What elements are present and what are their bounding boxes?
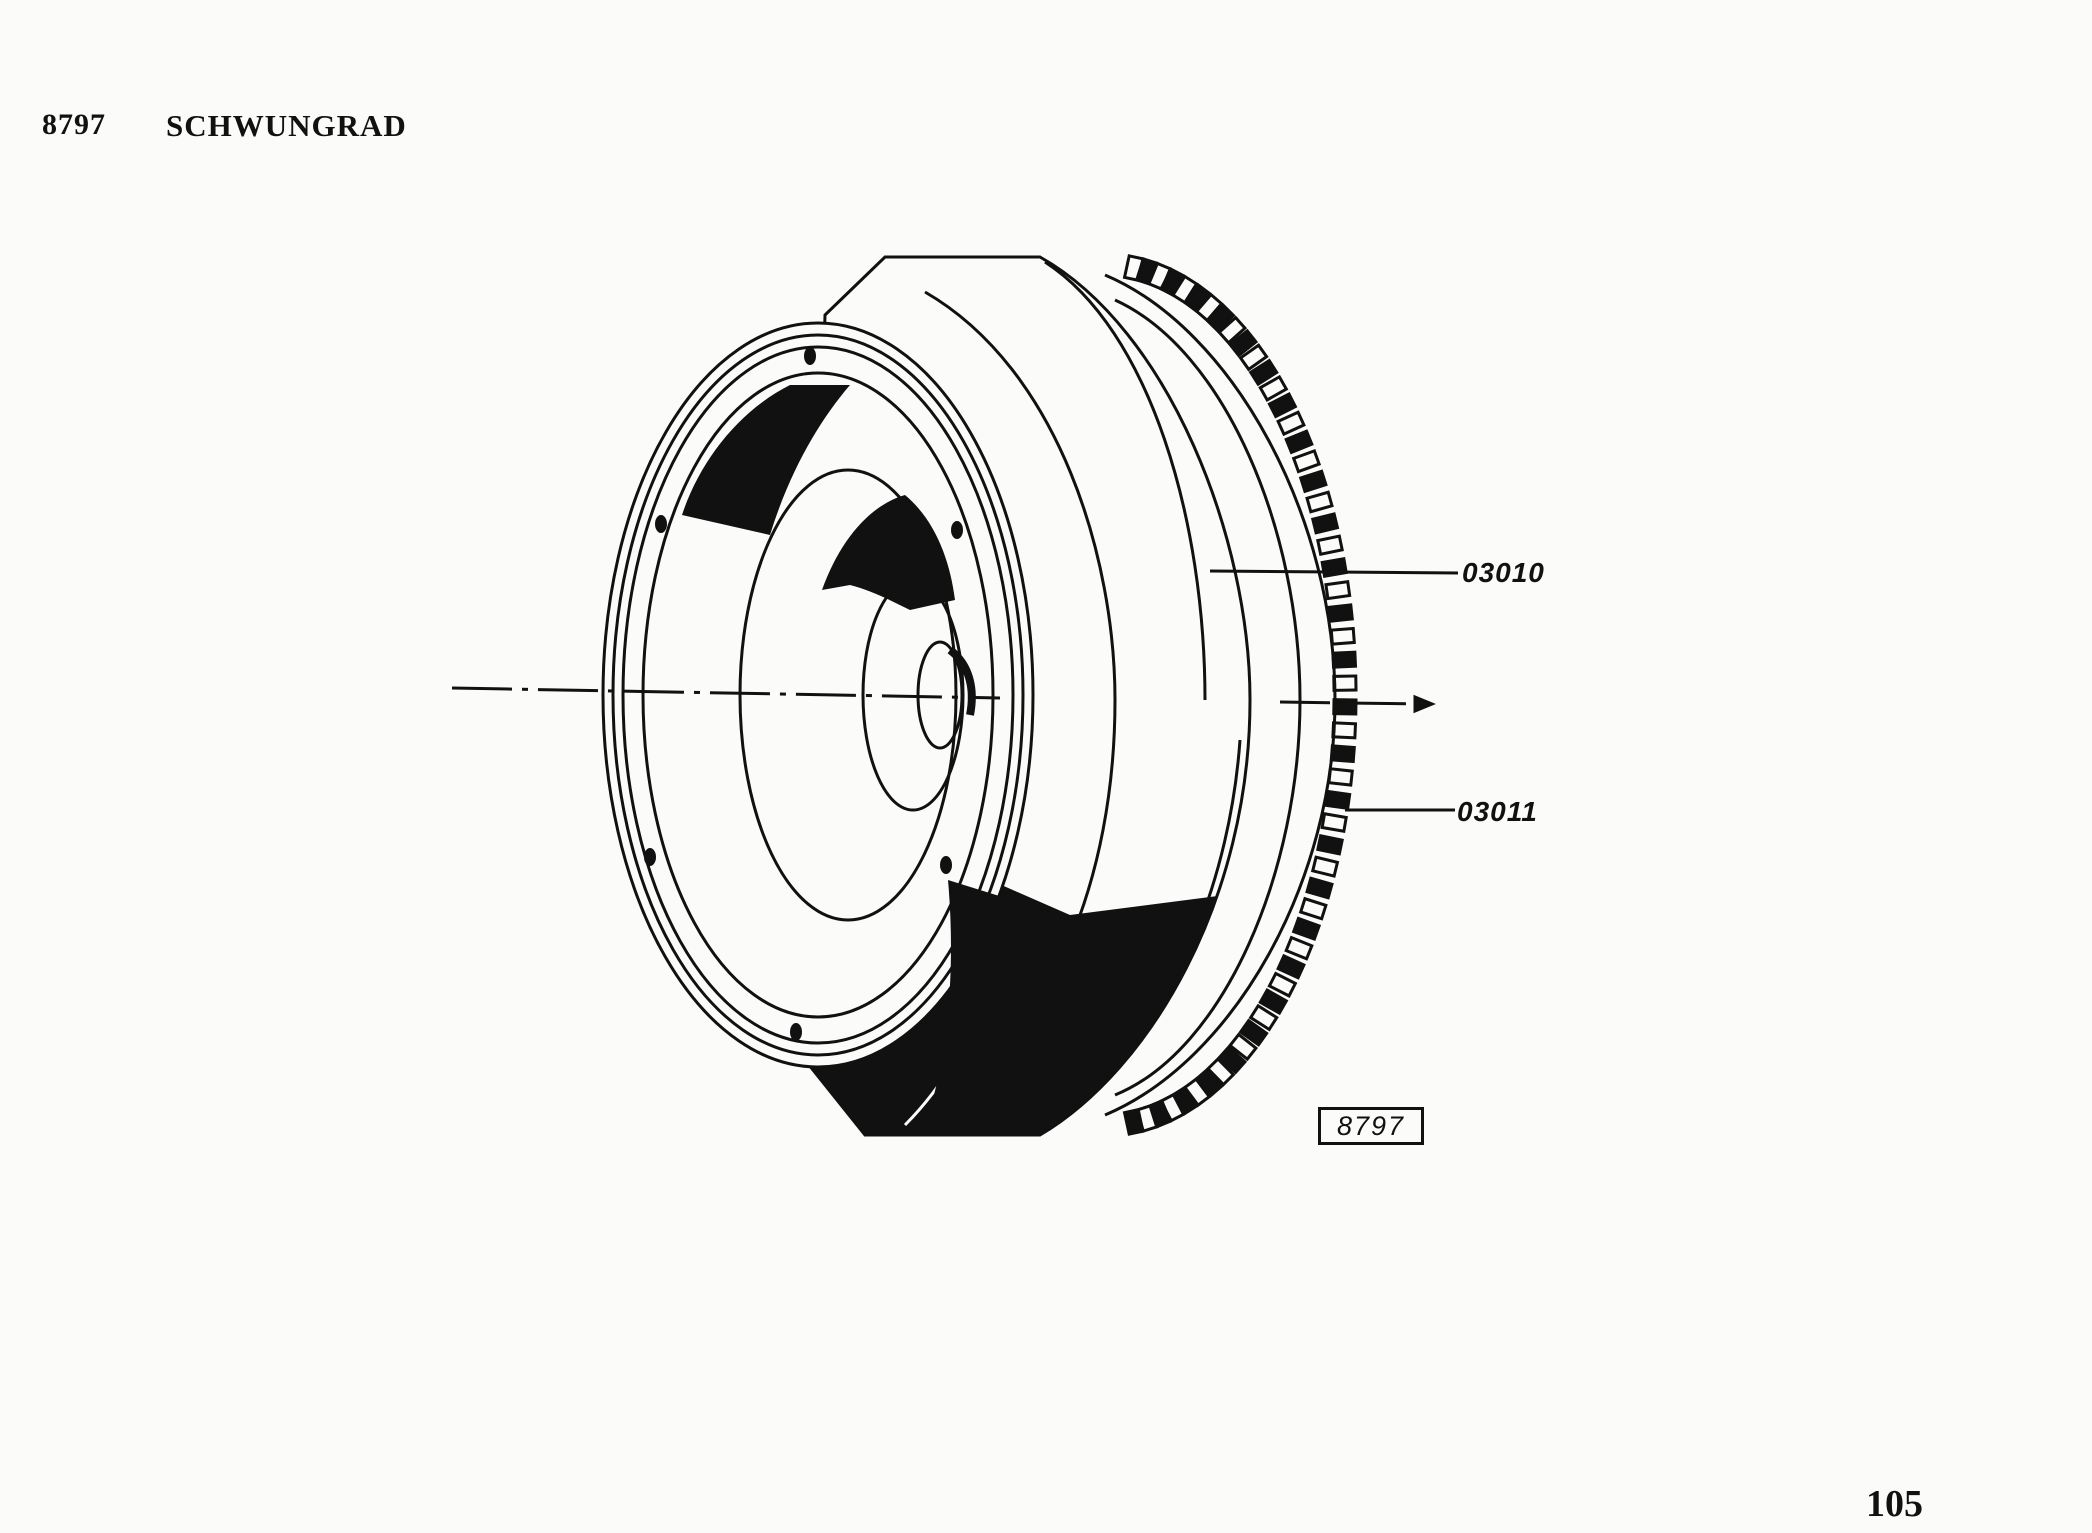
gear-tooth <box>1332 674 1358 692</box>
ring-gear-teeth <box>1122 254 1358 1136</box>
gear-tooth <box>1258 374 1289 402</box>
gear-tooth <box>1329 744 1356 764</box>
gear-tooth <box>1331 721 1358 740</box>
gear-tooth <box>1248 1003 1279 1032</box>
gear-tooth <box>1205 1056 1236 1087</box>
gear-tooth <box>1329 626 1356 646</box>
part-label-03011: 03011 <box>1457 796 1538 827</box>
gear-tooth <box>1122 1107 1145 1136</box>
gear-tooth <box>1320 556 1348 579</box>
leader-lines <box>1209 569 1459 812</box>
gear-tooth <box>1217 1045 1248 1075</box>
gear-tooth <box>1267 971 1298 998</box>
gear-tooth <box>1276 410 1306 437</box>
group-code: 8797 <box>42 108 106 141</box>
gear-tooth <box>1258 988 1289 1016</box>
gear-tooth <box>1284 935 1314 961</box>
gear-tooth <box>1248 358 1279 387</box>
page-number: 105 <box>1866 1483 1923 1525</box>
gear-tooth <box>1238 1018 1269 1047</box>
gear-tooth <box>1320 811 1348 834</box>
gear-tooth <box>1310 855 1340 878</box>
gear-tooth <box>1267 392 1298 419</box>
gear-tooth <box>1291 916 1322 942</box>
gear-tooth <box>1227 1032 1259 1062</box>
center-axis <box>451 686 1436 714</box>
gear-tooth <box>1194 292 1224 323</box>
gear-tooth <box>1324 789 1352 811</box>
gear-tooth <box>1284 429 1314 455</box>
gear-tooth <box>1310 512 1340 535</box>
part-label-03010: 03010 <box>1462 557 1545 588</box>
page-title: SCHWUNGRAD <box>166 108 407 143</box>
gear-tooth <box>1291 448 1322 474</box>
gear-tooth <box>1276 953 1306 980</box>
gear-tooth <box>1217 315 1248 345</box>
flywheel-bore <box>738 468 976 922</box>
gear-tooth <box>1331 650 1358 669</box>
gear-tooth <box>1316 833 1344 856</box>
gear-tooth <box>1327 767 1354 787</box>
ring-gear <box>1104 273 1337 1117</box>
gear-tooth <box>1305 490 1334 514</box>
gear-tooth <box>1205 303 1236 334</box>
gear-tooth <box>1327 603 1354 623</box>
figure-number-box: 8797 <box>1318 1107 1424 1145</box>
bolt-holes <box>644 347 963 1041</box>
gear-tooth <box>1238 343 1269 372</box>
gear-tooth <box>1305 876 1334 900</box>
gear-tooth <box>1298 896 1328 921</box>
gear-tooth <box>1227 328 1259 358</box>
gear-tooth <box>1298 469 1328 494</box>
gear-tooth <box>1324 579 1352 601</box>
gear-tooth <box>1316 534 1344 557</box>
